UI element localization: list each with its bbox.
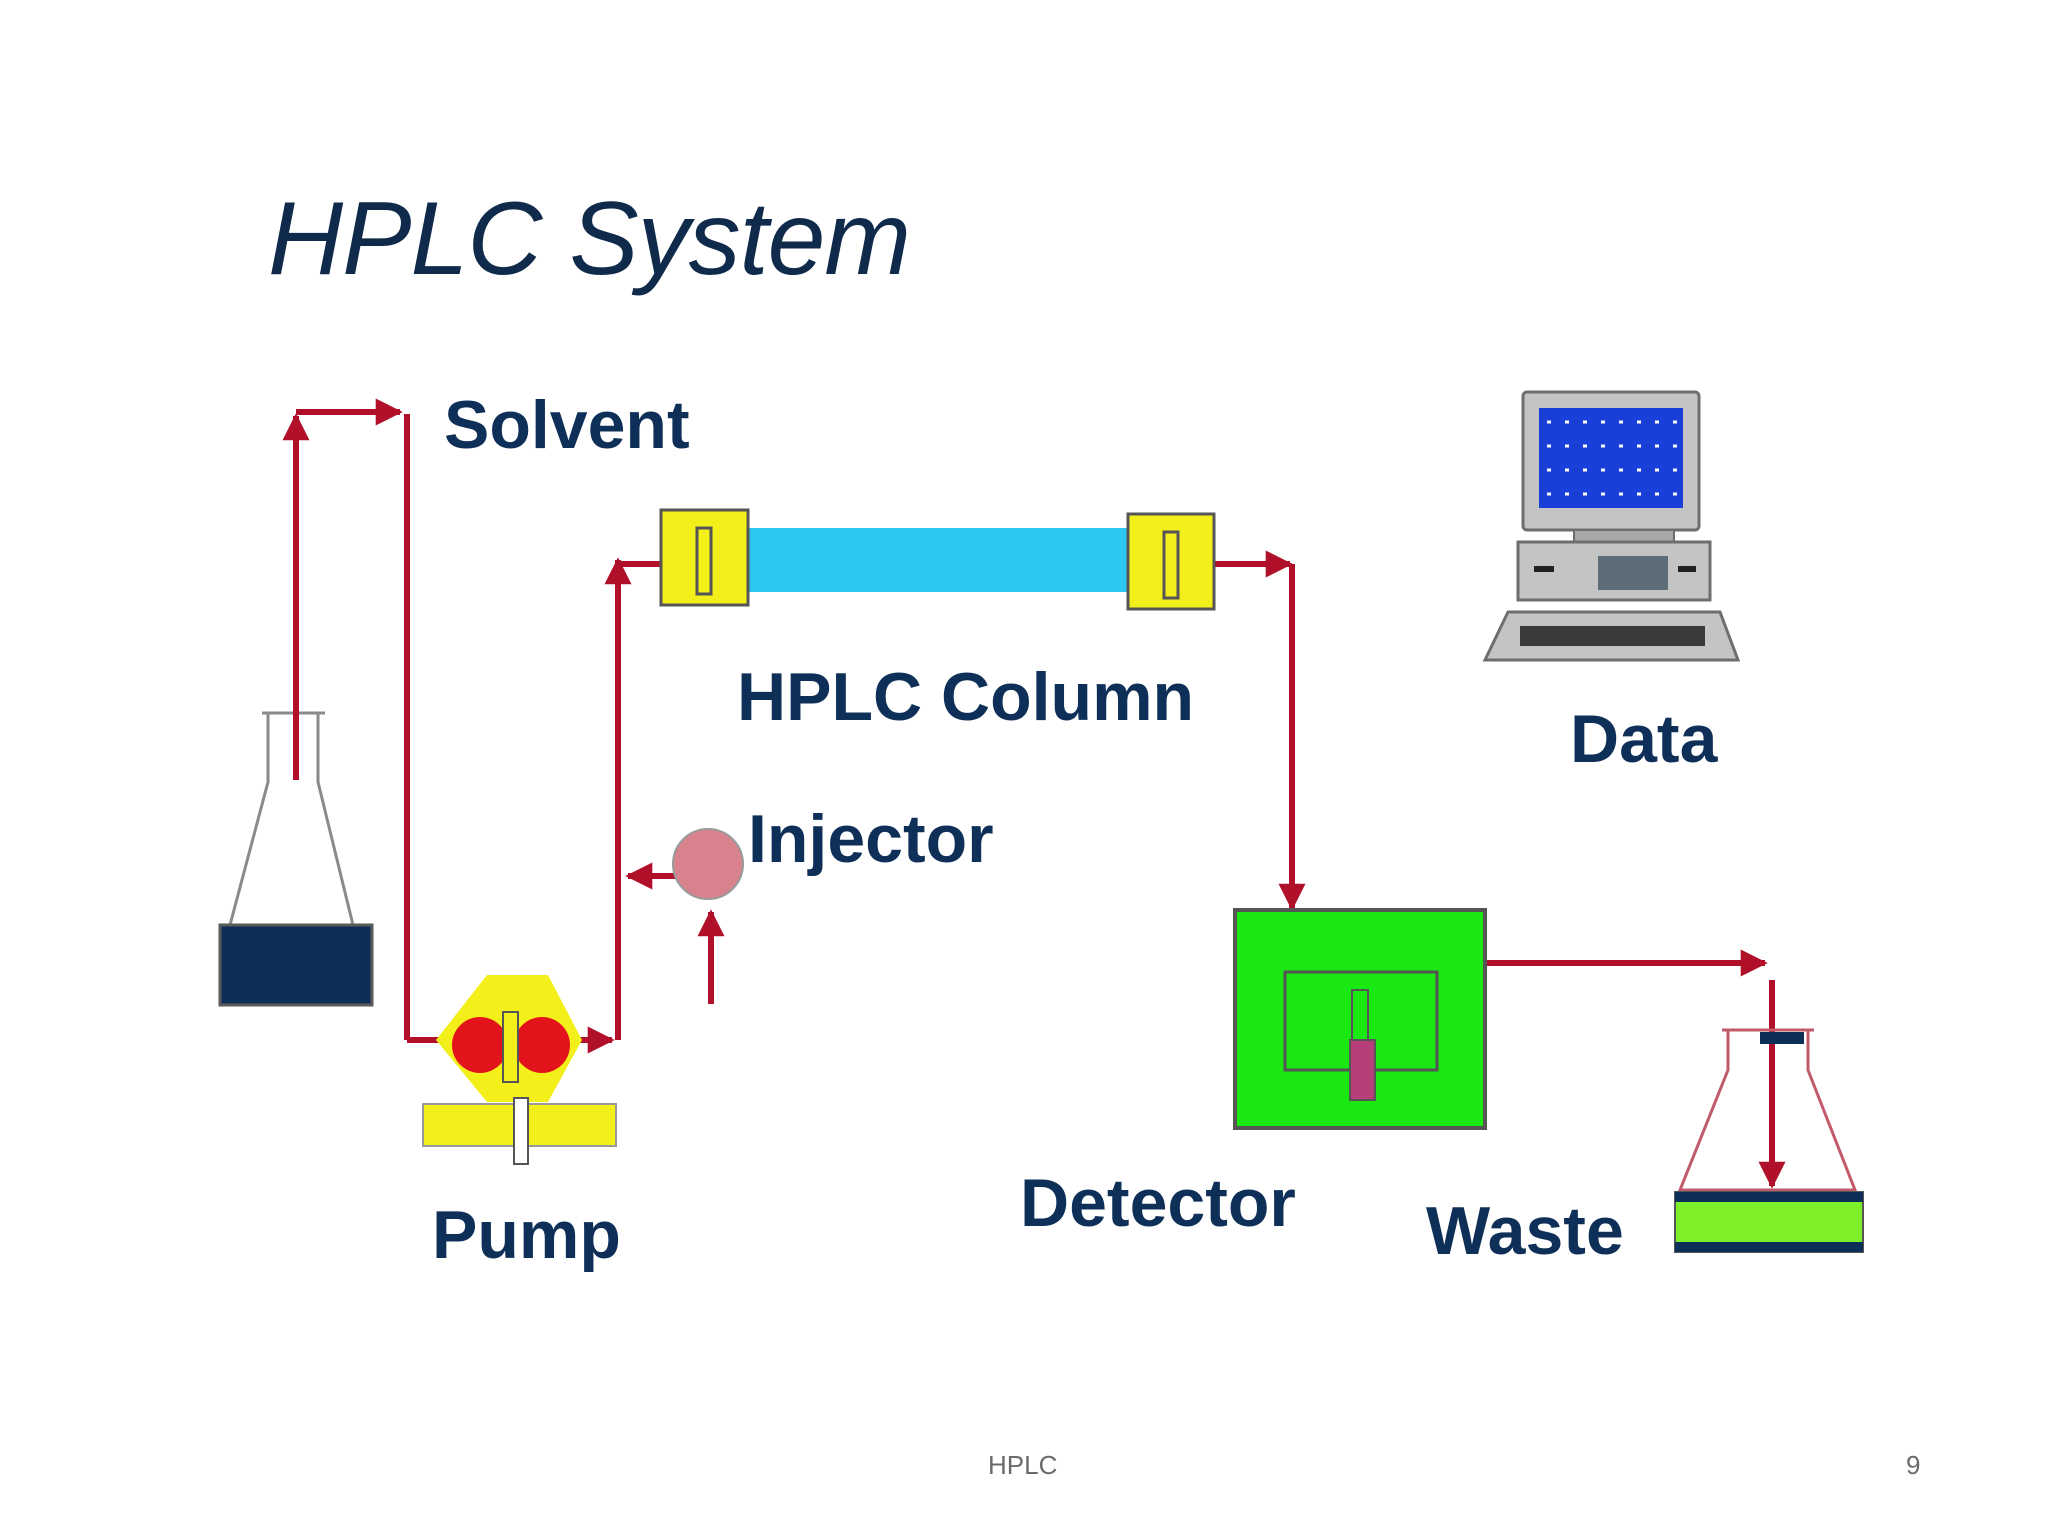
detector-label: Detector <box>1020 1165 1296 1241</box>
computer-icon <box>1482 390 1741 662</box>
injector-label: Injector <box>748 801 994 877</box>
solvent-label: Solvent <box>444 387 690 463</box>
detector-icon <box>1233 908 1487 1130</box>
injector-icon <box>672 828 744 900</box>
waste-flask-icon <box>1674 1028 1864 1253</box>
pump-label: Pump <box>432 1197 621 1273</box>
hplc-column-icon <box>659 508 1216 611</box>
data-label: Data <box>1570 701 1718 777</box>
page-title: HPLC System <box>268 181 911 297</box>
hplc-column-label: HPLC Column <box>737 659 1195 735</box>
footer-title: HPLC <box>988 1450 1058 1480</box>
page-number: 9 <box>1906 1450 1921 1480</box>
pump-icon <box>422 975 617 1165</box>
waste-label: Waste <box>1426 1193 1624 1269</box>
solvent-flask-icon <box>218 711 374 1007</box>
